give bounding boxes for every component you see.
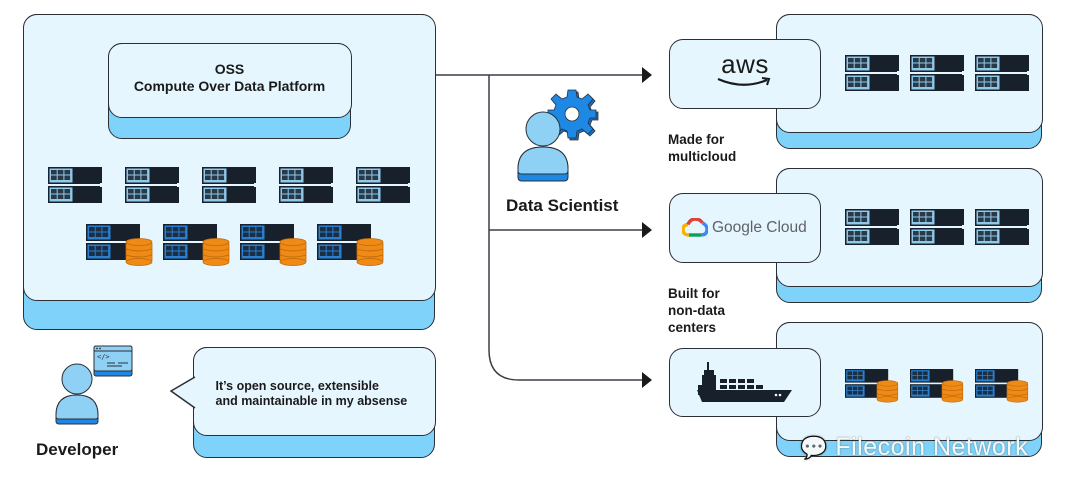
compute-server-icon (845, 55, 899, 91)
storage-server-icon (975, 369, 1029, 403)
compute-server-icon (910, 55, 964, 91)
google-caption: Built for non-data centers (668, 285, 725, 336)
oss-platform-box[interactable]: OSS Compute Over Data Platform (107, 42, 352, 139)
google-caption-line-1: Built for (668, 286, 720, 301)
google-caption-line-3: centers (668, 320, 717, 335)
person-icon (55, 363, 99, 425)
aws-caption-line-2: multicloud (668, 149, 737, 164)
compute-server-icon (202, 167, 256, 203)
oss-title: OSS (214, 60, 245, 77)
watermark-text: Filecoin Network (835, 433, 1029, 461)
google-cloud-provider-box[interactable]: Google Cloud (669, 193, 821, 263)
quote-line-1: It’s open source, extensible (215, 378, 379, 393)
storage-server-icon (86, 224, 154, 266)
quote-line-2: and maintainable in my absense (215, 393, 408, 408)
developer-label: Developer (36, 440, 119, 459)
google-cloud-logo-text: Google Cloud (712, 219, 807, 236)
compute-server-icon (975, 55, 1029, 91)
developer-icon-group: </> (52, 345, 137, 427)
storage-server-icon (163, 224, 231, 266)
arrow-head-google (642, 222, 652, 238)
data-scientist-icon-group (515, 87, 610, 187)
compute-server-icon (910, 209, 964, 245)
oss-subtitle: Compute Over Data Platform (133, 77, 326, 94)
connector-trunk (488, 75, 642, 381)
aws-logo: aws (670, 49, 820, 88)
compute-server-icon (125, 167, 179, 203)
code-window-icon: </> (93, 345, 133, 377)
cargo-ship-icon (697, 362, 792, 402)
compute-server-icon (48, 167, 102, 203)
wechat-icon: 💬 (800, 435, 828, 460)
storage-server-icon (317, 224, 385, 266)
aws-provider-box[interactable]: aws (669, 39, 821, 109)
aws-caption: Made for multicloud (668, 131, 736, 165)
compute-server-icon (356, 167, 410, 203)
data-scientist-label: Data Scientist (506, 196, 619, 215)
developer-quote-bubble: It’s open source, extensible and maintai… (192, 346, 436, 458)
ship-provider-box[interactable] (669, 348, 821, 417)
storage-server-icon (240, 224, 308, 266)
compute-server-icon (845, 209, 899, 245)
google-caption-line-2: non-data (668, 303, 725, 318)
watermark: 💬 Filecoin Network (800, 433, 1028, 462)
storage-server-icon (845, 369, 899, 403)
arrow-head-aws (642, 67, 652, 83)
arrow-head-ship (642, 372, 652, 388)
compute-server-icon (975, 209, 1029, 245)
person-icon (517, 111, 569, 182)
google-cloud-logo-icon (682, 218, 708, 237)
aws-caption-line-1: Made for (668, 132, 725, 147)
compute-server-icon (279, 167, 333, 203)
svg-text:</>: </> (97, 353, 110, 361)
bubble-pointer (169, 376, 198, 409)
aws-logo-text: aws (721, 49, 769, 79)
storage-server-icon (910, 369, 964, 403)
aws-smile-icon (717, 77, 771, 86)
